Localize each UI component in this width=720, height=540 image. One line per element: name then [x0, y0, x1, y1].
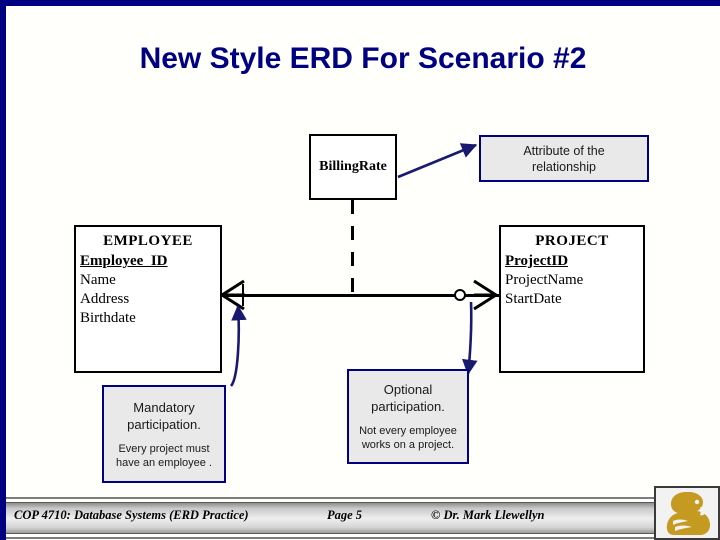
callout-attribute-of-relationship[interactable]: Attribute of the relationship	[479, 135, 649, 182]
callout-optional-detail1: Not every employee	[359, 425, 457, 437]
callout-optional-heading1: Optional	[383, 382, 433, 397]
relationship-line	[222, 294, 499, 297]
callout-optional-participation[interactable]: Optional participation. Not every employ…	[347, 369, 469, 464]
attribute-project-id: ProjectID	[505, 253, 569, 269]
callout-attribute-line2: relationship	[532, 159, 596, 174]
callout-attribute-line1: Attribute of the	[523, 143, 605, 158]
entity-box-employee[interactable]: EMPLOYEE Employee_ID Name Address Birthd…	[74, 225, 222, 373]
footer-copyright-label: © Dr. Mark Llewellyn	[431, 508, 545, 522]
footer-course-label: COP 4710: Database Systems (ERD Practice…	[14, 508, 249, 522]
entity-box-project[interactable]: PROJECT ProjectID ProjectName StartDate	[499, 225, 645, 373]
attribute-project-name: ProjectName	[505, 272, 584, 288]
crows-foot-left-icon	[220, 279, 245, 311]
billingrate-label: BillingRate	[319, 159, 387, 174]
callout-mandatory-participation[interactable]: Mandatory participation. Every project m…	[102, 385, 226, 483]
crows-foot-right-icon	[473, 279, 498, 311]
attribute-employee-name: Name	[80, 272, 116, 288]
callout-optional-heading2: participation.	[371, 399, 445, 414]
slide-footer: COP 4710: Database Systems (ERD Practice…	[6, 494, 720, 540]
callout-mandatory-detail1: Every project must	[118, 442, 210, 455]
arrow-billingrate-to-callout	[397, 143, 478, 179]
entity-title-project: PROJECT	[535, 233, 609, 249]
ucf-pegasus-logo	[654, 486, 720, 540]
dashed-attribute-connector	[351, 200, 354, 295]
attribute-employee-birthdate: Birthdate	[80, 310, 136, 326]
entity-box-billingrate[interactable]: BillingRate	[309, 134, 397, 200]
callout-mandatory-heading1: Mandatory	[133, 399, 195, 415]
pegasus-icon	[666, 492, 710, 535]
entity-title-employee: EMPLOYEE	[103, 233, 193, 249]
arrow-crowsfoot-to-optional	[462, 301, 478, 376]
attribute-employee-id: Employee_ID	[80, 253, 168, 269]
footer-rule-top	[6, 497, 720, 499]
callout-mandatory-detail2: have an employee .	[115, 456, 212, 469]
callout-mandatory-heading2: participation.	[127, 416, 201, 432]
footer-rule-bottom	[6, 537, 720, 539]
page-title: New Style ERD For Scenario #2	[139, 42, 587, 75]
optional-circle-icon	[454, 289, 466, 301]
callout-optional-detail2: works on a project.	[361, 439, 455, 451]
attribute-employee-address: Address	[80, 291, 130, 307]
footer-band	[6, 502, 720, 534]
attribute-project-startdate: StartDate	[505, 291, 562, 307]
footer-page-number: Page 5	[327, 508, 363, 522]
arrow-mandatory-to-crowsfoot	[229, 304, 247, 387]
